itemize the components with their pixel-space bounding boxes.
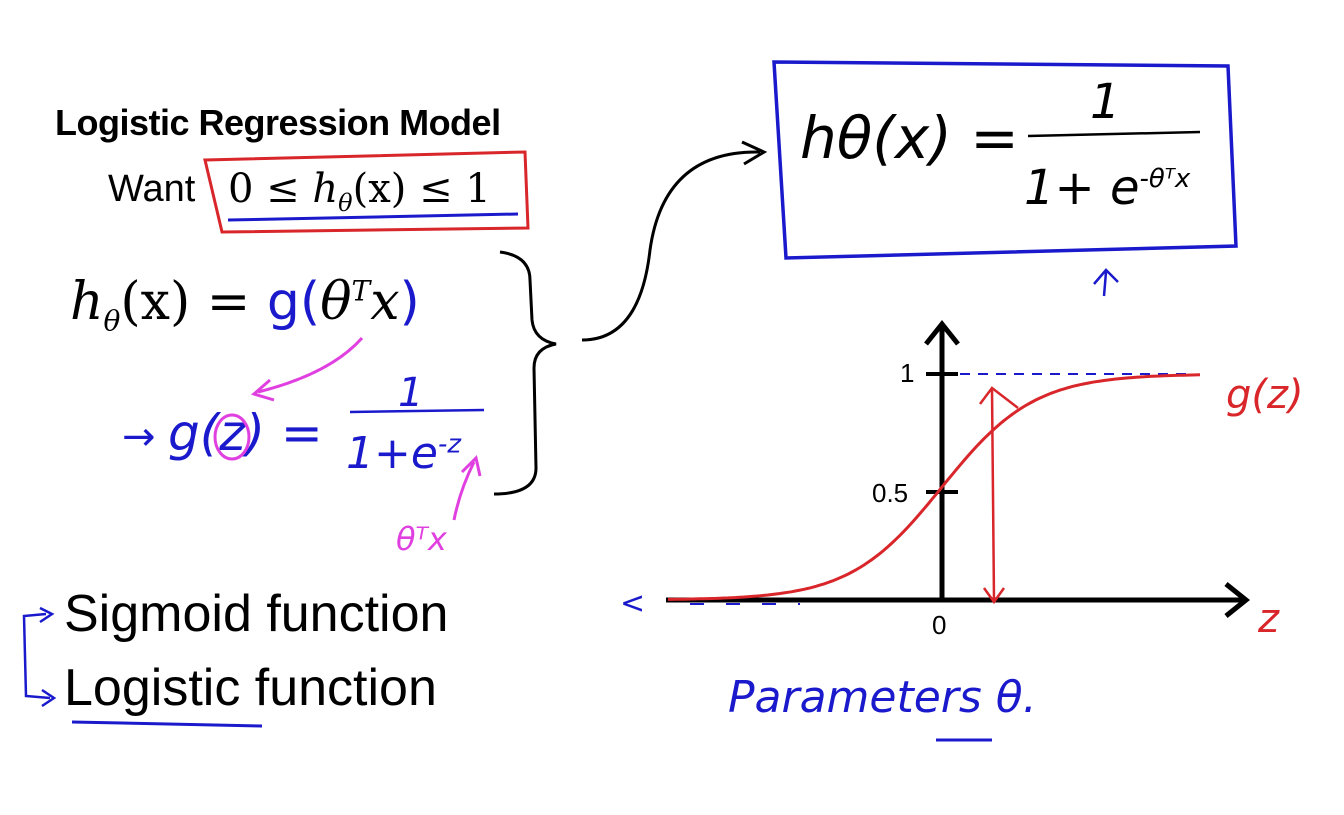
- parameters-note: Parameters θ.: [728, 672, 1037, 723]
- hypothesis-theta: θ: [320, 272, 352, 332]
- vertical-arrow-bottom-head: [982, 587, 1006, 605]
- hypothesis-x: x: [370, 272, 400, 332]
- exponent-arrow-head: [460, 455, 482, 477]
- bracket-arrow: [22, 612, 51, 700]
- hypothesis-arg: (x) =: [120, 272, 267, 332]
- logistic-underline: [71, 720, 263, 728]
- hypothesis-g: g(: [266, 272, 321, 332]
- y-tick-half: 0.5: [872, 478, 909, 508]
- hypothesis-transpose: T: [351, 274, 371, 308]
- curved-arrow-head: [741, 140, 768, 166]
- boxed-fraction-bar: [1027, 130, 1201, 138]
- sigmoid-numerator: 1: [398, 370, 424, 416]
- sigmoid-arrow: →: [122, 414, 156, 460]
- bracket-arrow-head-top: [39, 606, 55, 624]
- theta-transpose-x-annotation: θᵀx: [396, 520, 447, 558]
- x-axis-arrowhead: [1224, 582, 1251, 618]
- curved-arrow: [581, 150, 761, 342]
- want-x: (x): [352, 166, 407, 212]
- want-lower: 0 ≤: [228, 166, 313, 212]
- hypothesis-theta-sub: θ: [103, 304, 121, 338]
- sigmoid-curve: [668, 373, 1201, 601]
- sigmoid-denominator-exp: -z: [437, 429, 461, 460]
- g-link-arrow-head: [250, 378, 275, 402]
- x-tick-0: 0: [932, 610, 947, 640]
- term-sigmoid: Sigmoid function: [64, 585, 449, 643]
- hypothesis-h: h: [70, 272, 104, 332]
- z-circle: [213, 413, 251, 461]
- curly-brace: [493, 250, 557, 496]
- curve-label: g(z): [1226, 372, 1304, 418]
- sigmoid-fraction-bar: [349, 408, 485, 414]
- boxed-denominator-exp: -θᵀx: [1139, 164, 1191, 194]
- boxed-denominator-base: 1+ e: [1024, 160, 1140, 216]
- want-upper: ≤ 1: [406, 166, 491, 212]
- up-arrow-mark: [1093, 268, 1119, 297]
- y-axis-arrowhead: [924, 319, 960, 346]
- hypothesis-close: ): [399, 272, 420, 332]
- vertical-double-arrow: [990, 389, 996, 601]
- x-axis-label: z: [1258, 596, 1279, 642]
- boxed-numerator: 1: [1090, 74, 1121, 130]
- inequality-box: [203, 150, 530, 234]
- want-label: Want: [108, 168, 196, 210]
- g-link-arrow: [257, 337, 364, 394]
- formula-box: [772, 60, 1238, 260]
- bracket-arrow-head-bottom: [41, 688, 57, 708]
- left-arrow-mark: <: [620, 586, 646, 621]
- boxed-lhs: hθ(x) =: [800, 104, 1019, 172]
- want-theta: θ: [338, 189, 353, 217]
- sigmoid-denominator-base: 1+e: [346, 428, 438, 479]
- hypothesis-equation: hθ(x) = g(θTx): [70, 272, 420, 337]
- vertical-arrow-top-head: [979, 386, 1019, 409]
- slide-title: Logistic Regression Model: [55, 102, 501, 143]
- want-h: h: [312, 166, 339, 212]
- boxed-denominator: 1+ e-θᵀx: [1024, 160, 1190, 216]
- exponent-arrow: [452, 461, 476, 521]
- inequality-underline: [227, 212, 519, 222]
- sigmoid-denominator: 1+e-z: [346, 428, 461, 479]
- term-logistic: Logistic function: [64, 659, 437, 717]
- want-inequality: 0 ≤ hθ(x) ≤ 1: [228, 166, 491, 217]
- y-tick-1: 1: [900, 358, 915, 388]
